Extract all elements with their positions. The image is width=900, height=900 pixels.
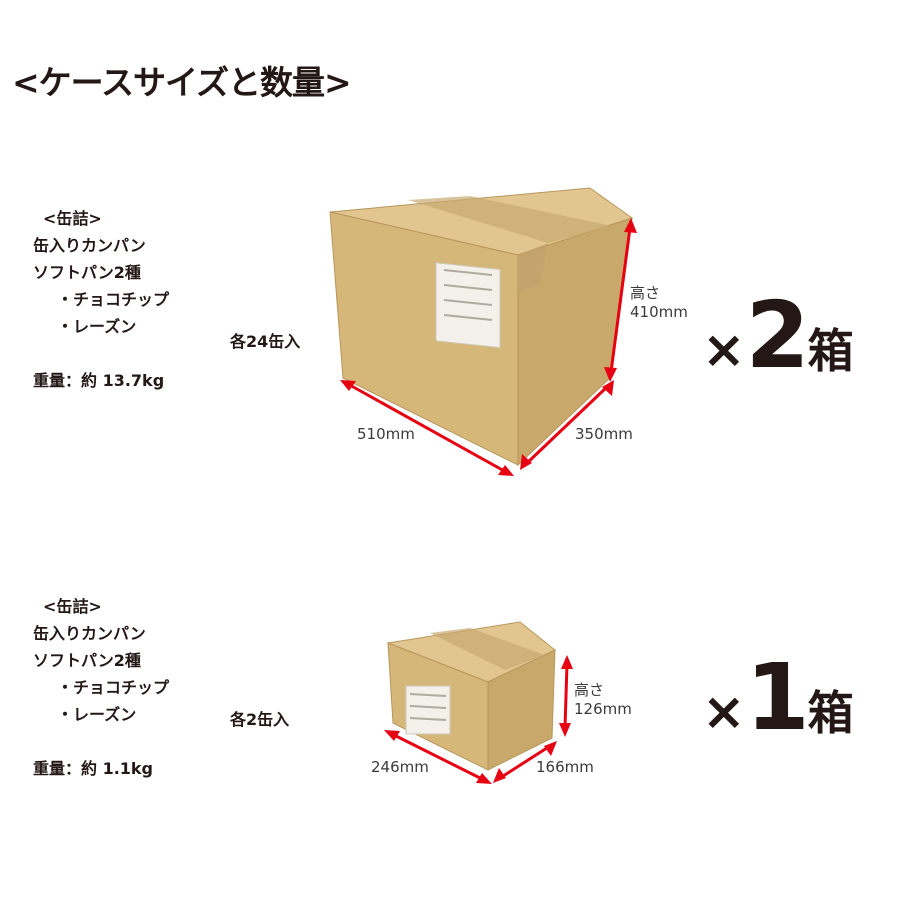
product-line: 缶入りカンパン [33, 624, 146, 643]
box-tape [430, 628, 545, 670]
case-description: <缶詰> 缶入りカンパン ソフトパン2種 ・チョコチップ ・レーズン 重量：約 … [33, 593, 169, 782]
product-line: ソフトパン2種 [33, 651, 141, 670]
width-arrow [384, 730, 492, 784]
shipping-label [405, 685, 451, 735]
page-title: <ケースサイズと数量> [12, 63, 352, 102]
quantity-multiplier: ×1箱 [702, 644, 854, 751]
height-arrow [604, 218, 637, 382]
per-case-count: 各24缶入 [230, 332, 301, 351]
width-arrow [340, 380, 514, 476]
height-arrow [559, 655, 573, 737]
box-top-face [386, 621, 556, 683]
shipping-label [435, 262, 501, 349]
box-side-face [487, 649, 556, 771]
height-label-value: 410mm [630, 303, 688, 321]
height-label-title: 高さ [574, 681, 605, 699]
quantity-unit: 箱 [807, 686, 854, 740]
case-description: <缶詰> 缶入りカンパン ソフトパン2種 ・チョコチップ ・レーズン 重量：約 … [33, 205, 169, 394]
product-line: ・レーズン [57, 705, 137, 724]
box-top-face [329, 187, 634, 256]
product-line: ソフトパン2種 [33, 263, 141, 282]
product-line: 缶入りカンパン [33, 236, 146, 255]
box-tape [408, 196, 612, 243]
quantity-multiplier: ×2箱 [702, 282, 854, 389]
box-front-face [329, 211, 519, 466]
product-line: ・チョコチップ [57, 290, 170, 309]
width-label: 246mm [371, 758, 429, 776]
quantity-unit: 箱 [807, 324, 854, 378]
box-side-face [517, 217, 633, 467]
product-line: ・チョコチップ [57, 678, 170, 697]
quantity-number: 2 [745, 282, 810, 389]
per-case-count: 各2缶入 [230, 710, 290, 729]
quantity-number: 1 [745, 644, 810, 751]
depth-label: 350mm [575, 425, 633, 443]
weight-label: 重量：約 1.1kg [33, 759, 154, 778]
box-front-face [387, 642, 489, 771]
height-label-value: 126mm [574, 700, 632, 718]
depth-arrow [493, 741, 557, 783]
box-tape [518, 243, 548, 292]
weight-label: 重量：約 13.7kg [33, 371, 165, 390]
height-label-title: 高さ [630, 284, 661, 302]
depth-label: 166mm [536, 758, 594, 776]
depth-arrow [520, 380, 614, 470]
product-line: ・レーズン [57, 317, 137, 336]
multiply-sign: × [702, 682, 746, 742]
multiply-sign: × [702, 320, 746, 380]
category-label: <缶詰> [43, 597, 102, 616]
width-label: 510mm [357, 425, 415, 443]
category-label: <缶詰> [43, 209, 102, 228]
